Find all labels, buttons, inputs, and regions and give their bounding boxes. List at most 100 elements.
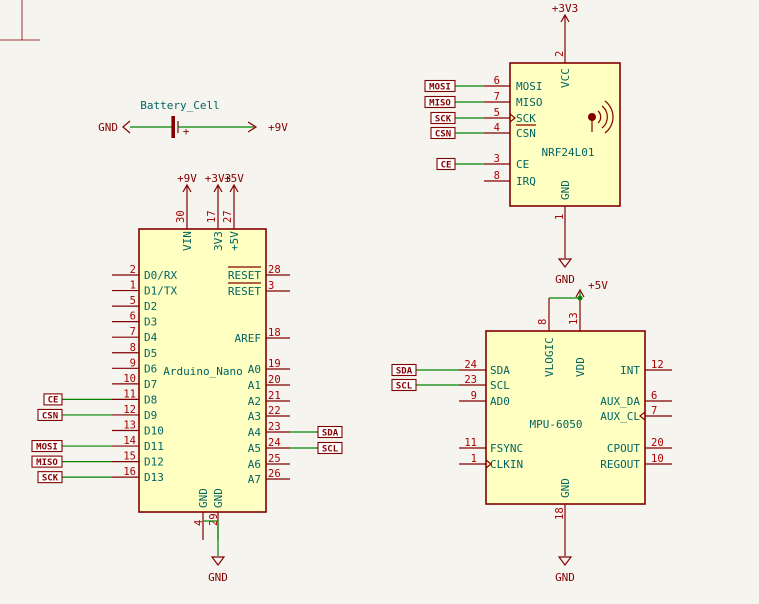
- mpu-left-pin-name: SCL: [490, 379, 510, 392]
- arduino-right-pin-name: AREF: [235, 332, 262, 345]
- arduino-left-pin-name: D5: [144, 347, 157, 360]
- arduino-power-0-symbol: [182, 183, 192, 193]
- arduino-label-miso-frame: [31, 455, 63, 468]
- arduino-right-pin-number: 23: [268, 421, 281, 433]
- arduino-left-pin-number: 8: [130, 342, 136, 354]
- nrf-left-pin-number: 5: [494, 107, 500, 119]
- mpu-gnd-symbol: [557, 556, 573, 566]
- nrf-antenna-icon: [604, 100, 614, 134]
- nrf-antenna-icon: [601, 105, 608, 129]
- nrf-label-mosi-text: MOSI: [429, 82, 451, 92]
- arduino-left-pin-name: D4: [144, 331, 158, 344]
- battery-plus-sign: +: [183, 125, 190, 138]
- mpu-power-symbol: [575, 288, 585, 298]
- arduino-bottom-pin-number: 29: [208, 513, 220, 526]
- mpu-label-sda-frame: [391, 363, 417, 377]
- mpu-left-pin-name: SDA: [490, 364, 510, 377]
- arduino-left-pin-number: 9: [130, 357, 136, 369]
- mpu-label-scl-text: SCL: [396, 381, 413, 391]
- arduino-label-ce-text: CE: [48, 396, 59, 406]
- mpu-left-pin-name: CLKIN: [490, 458, 523, 471]
- arduino-bottom-pin-number: 4: [193, 520, 205, 526]
- arduino-left-pin-name: D0/RX: [144, 269, 177, 282]
- arduino-power-2-label: +5V: [224, 172, 244, 185]
- mpu-right-pin-name: INT: [620, 364, 640, 377]
- arduino-label-mosi-frame: [31, 439, 63, 453]
- arduino-right-pin-number: 20: [268, 374, 281, 386]
- nrf-vcc-label: +3V3: [552, 2, 579, 15]
- mpu-left-pin-name: AD0: [490, 395, 510, 408]
- arduino-label-csn-frame: [37, 408, 63, 422]
- nrf-label-ce-frame: [436, 157, 456, 171]
- battery-gnd-arrow: [122, 120, 131, 134]
- arduino-label-csn-text: CSN: [42, 411, 58, 421]
- mpu-clock-marker: [485, 459, 492, 469]
- arduino-name: Arduino_Nano: [163, 365, 242, 378]
- arduino-label-scl-frame: [317, 441, 343, 455]
- nrf-label-sck-frame: [430, 111, 456, 125]
- arduino-right-pin-name: RESET: [228, 269, 261, 282]
- mpu-right-pin-number: 7: [651, 405, 657, 417]
- mpu-right-pin-number: 10: [651, 453, 664, 465]
- mpu-top-pin-name: VDD: [574, 357, 587, 377]
- nrf-vcc-symbol: [560, 13, 570, 23]
- arduino-label-mosi-text: MOSI: [36, 442, 58, 452]
- nrf-left-pin-name: MISO: [516, 96, 543, 109]
- nrf-gnd-pin-name: GND: [559, 180, 572, 200]
- nrf-left-pin-name: CSN: [516, 127, 536, 140]
- arduino-right-pin-number: 22: [268, 405, 281, 417]
- mpu-right-pin-name: AUX_CL: [600, 410, 640, 423]
- arduino-left-pin-name: D7: [144, 378, 157, 391]
- mpu-clock-marker: [639, 411, 646, 421]
- arduino-bottom-pin-name: GND: [197, 488, 210, 508]
- nrf-label-csn-text: CSN: [435, 129, 451, 139]
- nrf-left-pin-number: 8: [494, 170, 500, 182]
- arduino-left-pin-number: 1: [130, 280, 136, 292]
- nrf-label-csn-frame: [430, 126, 456, 140]
- mpu-label-sda-text: SDA: [396, 366, 413, 376]
- arduino-right-pin-number: 25: [268, 453, 281, 465]
- nrf-gnd-label: GND: [555, 273, 575, 286]
- arduino-left-pin-number: 5: [130, 295, 136, 307]
- arduino-label-sck-frame: [37, 471, 63, 484]
- arduino-body: [138, 228, 267, 513]
- mpu-left-pin-number: 9: [471, 390, 477, 402]
- nrf-left-pin-number: 4: [494, 122, 500, 134]
- nrf-label-mosi-frame: [424, 79, 456, 93]
- arduino-left-pin-number: 12: [123, 404, 136, 416]
- arduino-label-sda-text: SDA: [322, 428, 339, 438]
- mpu-name: MPU-6050: [530, 418, 583, 431]
- arduino-left-pin-name: D13: [144, 471, 164, 484]
- mpu-right-pin-name: REGOUT: [600, 458, 640, 471]
- arduino-power-1-label: +3V3: [205, 172, 232, 185]
- mpu-right-pin-number: 6: [651, 390, 657, 402]
- mpu-right-pin-name: AUX_DA: [600, 395, 640, 408]
- nrf-label-miso-text: MISO: [429, 98, 451, 108]
- nrf-body: [509, 62, 621, 207]
- mpu-gnd-pin-name: GND: [559, 478, 572, 498]
- mpu-top-pin-number: 8: [537, 319, 549, 325]
- arduino-left-pin-number: 14: [123, 435, 136, 447]
- mpu-top-pin-name: VLOGIC: [543, 337, 556, 377]
- arduino-left-pin-name: D10: [144, 425, 164, 438]
- nrf-left-pin-number: 6: [494, 75, 500, 87]
- nrf-name: NRF24L01: [542, 146, 595, 159]
- arduino-gnd-label: GND: [208, 571, 228, 584]
- arduino-right-pin-name: A0: [248, 363, 261, 376]
- arduino-left-pin-number: 11: [123, 388, 136, 400]
- mpu-left-pin-number: 1: [471, 453, 477, 465]
- schematic-root: Battery_CellGND++9VArduino_Nano+9V30VIN+…: [31, 2, 672, 584]
- arduino-top-pin-name: +5V: [228, 231, 241, 251]
- nrf-label-ce-text: CE: [441, 160, 452, 170]
- arduino-label-ce-frame: [43, 393, 63, 406]
- nrf-clock-marker: [509, 113, 516, 123]
- arduino-right-pin-number: 18: [268, 327, 281, 339]
- arduino-gnd-symbol: [210, 556, 226, 566]
- arduino-left-pin-name: D12: [144, 456, 164, 469]
- arduino-right-pin-number: 28: [268, 264, 281, 276]
- arduino-right-pin-number: 19: [268, 358, 281, 370]
- arduino-left-pin-name: D9: [144, 409, 157, 422]
- arduino-left-pin-number: 10: [123, 373, 136, 385]
- battery-vcc-label: +9V: [268, 121, 288, 134]
